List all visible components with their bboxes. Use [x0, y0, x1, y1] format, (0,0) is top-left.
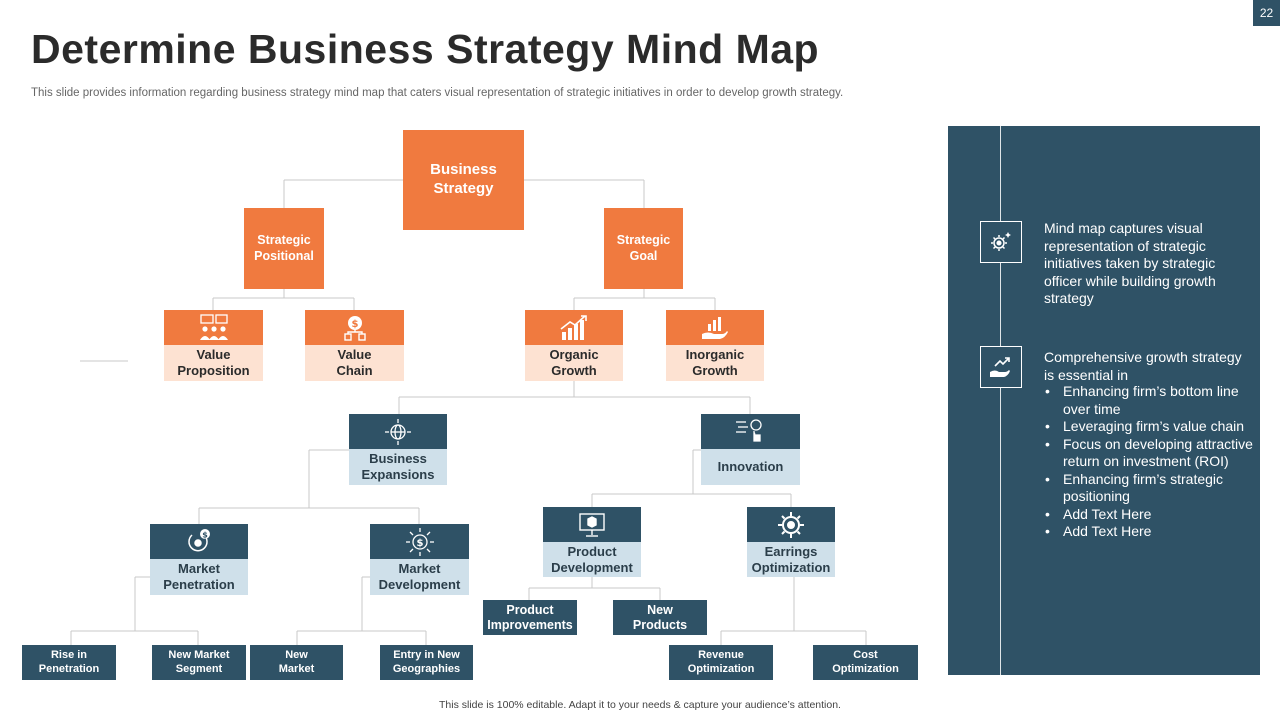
monitor-box-icon	[579, 512, 605, 537]
panel-icon-box-2	[980, 346, 1022, 388]
hand-growth-icon	[702, 316, 728, 339]
node-inorganic-growth: Inorganic Growth	[666, 345, 764, 381]
node-earrings-optimization: Earrings Optimization	[747, 542, 835, 577]
panel-bullet-list: Enhancing firm’s bottom line over time L…	[1044, 383, 1254, 541]
node-new-market-segment: New Market Segment	[152, 645, 246, 680]
value-chain-icon-box: $	[305, 310, 404, 345]
panel-divider	[1000, 126, 1001, 675]
globe-arrows-icon	[385, 418, 411, 445]
footer-note: This slide is 100% editable. Adapt it to…	[439, 699, 841, 711]
node-new-market: New Market	[250, 645, 343, 680]
node-entry-in-new-geographies: Entry in New Geographies	[380, 645, 473, 680]
bullet-item: Focus on developing attractive return on…	[1044, 436, 1254, 471]
panel-text-1: Mind map captures visual representation …	[1044, 220, 1216, 306]
node-new-products: New Products	[613, 600, 707, 635]
node-strategic-goal: Strategic Goal	[604, 208, 683, 289]
panel-text-2: Comprehensive growth strategy is essenti…	[1044, 349, 1242, 383]
value-proposition-icon-box	[164, 310, 263, 345]
bullet-item: Leveraging firm’s value chain	[1044, 418, 1254, 436]
bullet-item: Enhancing firm’s strategic positioning	[1044, 471, 1254, 506]
node-market-penetration: Market Penetration	[150, 559, 248, 595]
node-innovation: Innovation	[701, 449, 800, 485]
inorganic-growth-icon-box	[666, 310, 764, 345]
dollar-target-icon: $	[188, 528, 210, 551]
gear-cycle-icon	[991, 232, 1011, 251]
node-cost-optimization: Cost Optimization	[813, 645, 918, 680]
market-development-icon-box: $	[370, 524, 469, 559]
node-value-chain: Value Chain	[305, 345, 404, 381]
bullet-item: Enhancing firm’s bottom line over time	[1044, 383, 1254, 418]
node-business-expansions: Business Expansions	[349, 449, 447, 485]
node-market-development: Market Development	[370, 559, 469, 595]
node-rise-in-penetration: Rise in Penetration	[22, 645, 116, 680]
slide-number: 22	[1253, 0, 1280, 26]
business-expansions-icon-box	[349, 414, 447, 449]
svg-text:$: $	[202, 530, 208, 539]
dollar-burst-icon: $	[405, 527, 434, 556]
organic-growth-icon-box	[525, 310, 623, 345]
node-product-development: Product Development	[543, 542, 641, 577]
team-presentation-icon	[199, 313, 228, 340]
gear-icon	[778, 511, 804, 538]
bullet-item: Add Text Here	[1044, 506, 1254, 524]
node-business-strategy: Business Strategy	[403, 130, 524, 230]
market-penetration-icon-box: $	[150, 524, 248, 559]
node-product-improvements: Product Improvements	[483, 600, 577, 635]
hand-growth-arrow-icon	[990, 357, 1010, 377]
bullet-item: Add Text Here	[1044, 523, 1254, 541]
node-revenue-optimization: Revenue Optimization	[669, 645, 773, 680]
product-development-icon-box	[543, 507, 641, 542]
node-strategic-positional: Strategic Positional	[244, 208, 324, 289]
node-value-proposition: Value Proposition	[164, 345, 263, 381]
svg-text:$: $	[351, 319, 358, 330]
page-subtitle: This slide provides information regardin…	[31, 87, 844, 99]
page-title: Determine Business Strategy Mind Map	[31, 26, 820, 72]
innovation-icon-box	[701, 414, 800, 449]
touch-innovation-icon	[735, 418, 762, 442]
bar-chart-growth-icon	[560, 314, 587, 340]
svg-text:$: $	[416, 538, 423, 549]
money-network-icon: $	[343, 315, 366, 341]
earrings-optimization-icon-box	[747, 507, 835, 542]
panel-icon-box-1	[980, 221, 1022, 263]
node-organic-growth: Organic Growth	[525, 345, 623, 381]
